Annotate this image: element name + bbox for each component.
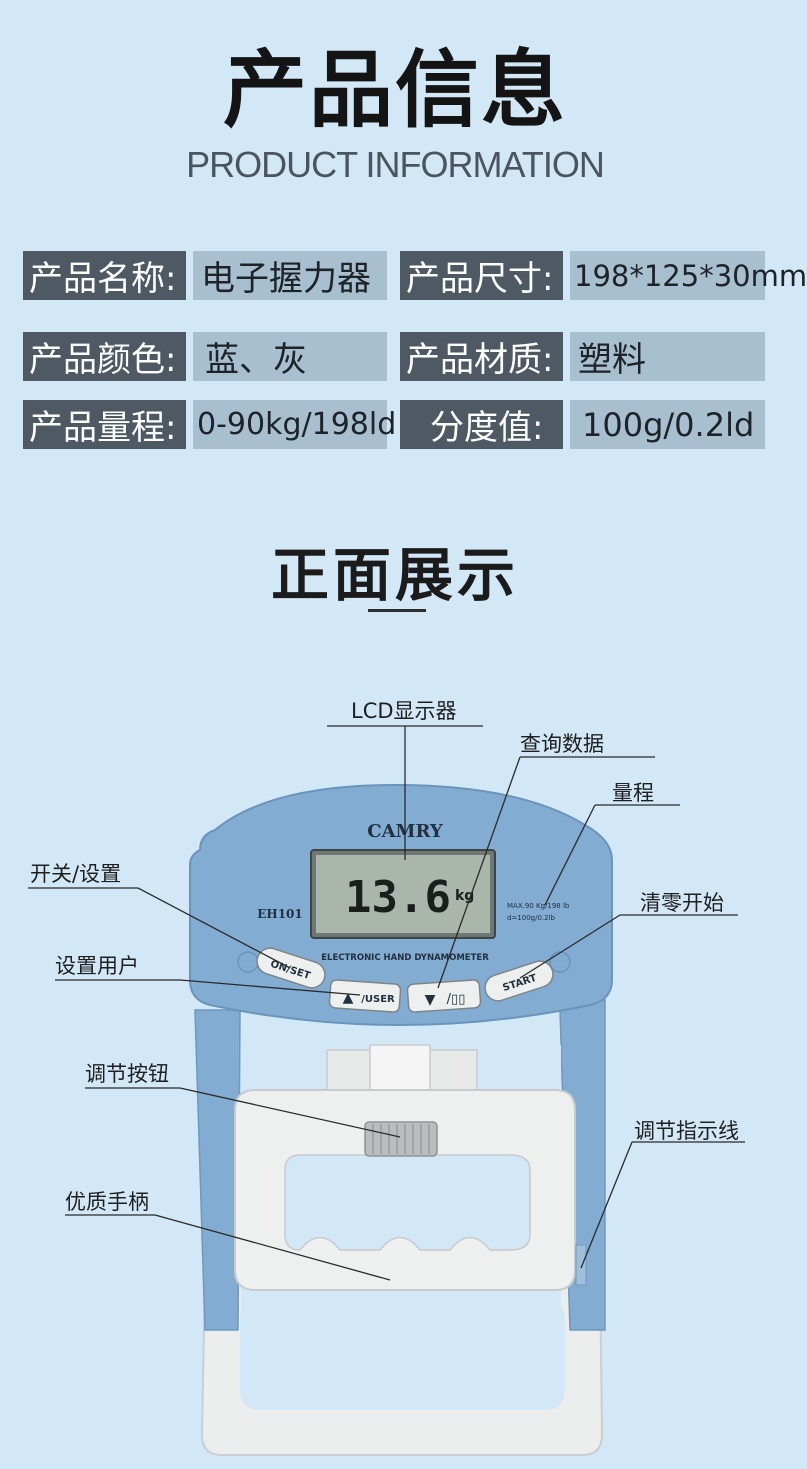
user-button[interactable]: ▲ /USER — [328, 979, 402, 1013]
dynamometer-illustration: 13.6 kg CAMRY EH101 MAX.90 Kg/198 lb d=1… — [28, 725, 745, 1456]
lcd-unit: kg — [455, 888, 474, 904]
page-title: 产品信息 — [222, 41, 567, 139]
spec-label-material: 产品材质: — [400, 332, 563, 381]
division-spec-line: d=100g/0.2lb — [507, 914, 556, 922]
spec-value-division: 100g/0.2ld — [570, 400, 765, 449]
left-arm — [194, 1009, 241, 1331]
handle-opening — [284, 1154, 531, 1251]
callout-onoff: 开关/设置 — [30, 862, 122, 886]
down-triangle-icon: ▼ — [425, 992, 436, 1008]
spec-label-name: 产品名称: — [23, 251, 186, 300]
device-caption: ELECTRONIC HAND DYNAMOMETER — [321, 953, 489, 963]
max-spec-line: MAX.90 Kg/198 lb — [507, 902, 570, 910]
knob-ridges — [372, 1124, 430, 1154]
callout-set-user: 设置用户 — [55, 954, 139, 978]
lcd-screen — [316, 855, 490, 933]
spec-label-division: 分度值: — [400, 400, 563, 449]
book-icon: /▯▯ — [447, 992, 466, 1007]
start-button[interactable]: START — [482, 958, 557, 1004]
right-dimple — [549, 951, 571, 973]
section-title: 正面展示 — [270, 541, 519, 609]
callout-reset: 清零开始 — [640, 891, 724, 915]
model-label: EH101 — [257, 907, 303, 921]
page-subtitle: PRODUCT INFORMATION — [186, 144, 605, 185]
spec-value-size: 198*125*30mm — [570, 251, 807, 300]
callout-handle: 优质手柄 — [65, 1190, 149, 1214]
callout-range: 量程 — [612, 781, 654, 805]
spec-label-size: 产品尺寸: — [400, 251, 563, 300]
indicator-mark — [575, 1244, 587, 1286]
callout-lines — [28, 725, 745, 1281]
callout-indicator: 调节指示线 — [634, 1119, 739, 1143]
spec-value-material: 塑料 — [570, 332, 765, 381]
query-button[interactable]: ▼ /▯▯ — [406, 979, 482, 1013]
spec-row: 产品颜色: 蓝、灰 产品材质: 塑料 — [23, 332, 765, 381]
spec-value-range: 0-90kg/198ld — [193, 400, 396, 449]
svg-text:/USER: /USER — [361, 994, 395, 1005]
spec-value-name: 电子握力器 — [193, 251, 387, 300]
section-underline — [368, 609, 426, 612]
spec-row: 产品量程: 0-90kg/198ld 分度值: 100g/0.2ld — [23, 400, 765, 449]
lcd-reading: 13.6 — [345, 872, 451, 923]
up-triangle-icon: ▲ — [343, 990, 354, 1006]
spec-label-range: 产品量程: — [23, 400, 186, 449]
callout-lcd: LCD显示器 — [351, 699, 457, 723]
spec-label-color: 产品颜色: — [23, 332, 186, 381]
spec-value-color: 蓝、灰 — [193, 332, 387, 381]
knob-icon — [364, 1121, 438, 1157]
callout-knob: 调节按钮 — [85, 1062, 169, 1086]
spec-row: 产品名称: 电子握力器 产品尺寸: 198*125*30mm — [23, 251, 807, 300]
on-set-button[interactable]: ON/SET — [254, 945, 329, 991]
callout-query: 查询数据 — [520, 732, 604, 756]
